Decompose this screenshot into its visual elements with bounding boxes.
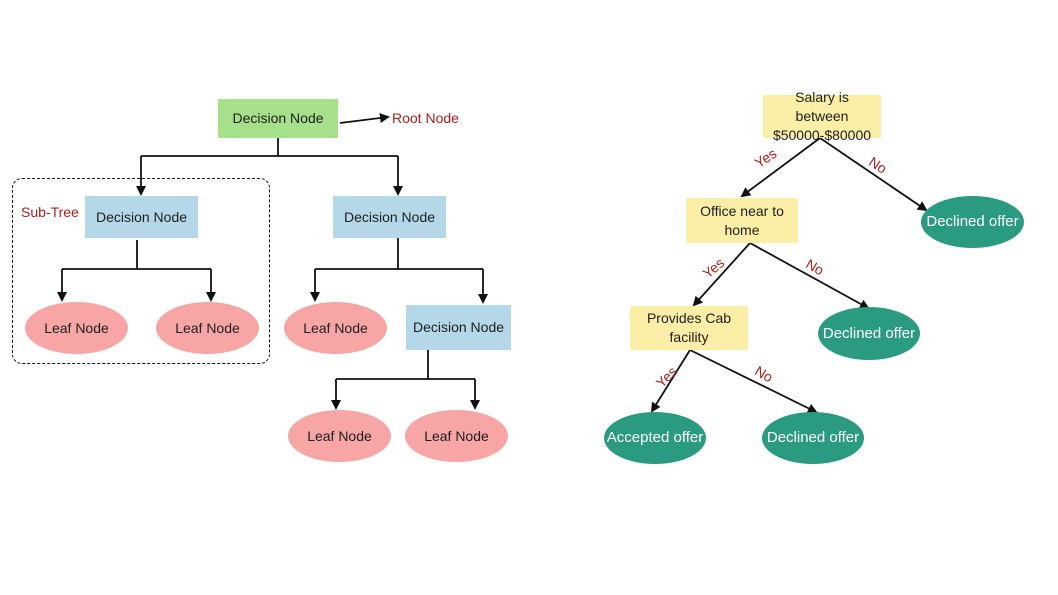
leaf-node-5: Leaf Node	[405, 410, 508, 462]
edge-office-yes	[692, 242, 751, 307]
cab-question-node: Provides Cab facility	[630, 306, 748, 350]
sub-decision-node-left: Decision Node	[85, 196, 198, 238]
leaf-node-3: Leaf Node	[284, 302, 387, 354]
outcome-declined-1: Declined offer	[921, 196, 1024, 248]
outcome-declined-2: Declined offer	[818, 307, 920, 360]
outcome-accepted: Accepted offer	[604, 412, 706, 464]
root-node-label: Root Node	[392, 110, 459, 126]
outcome-declined-3: Declined offer	[762, 412, 864, 464]
sub-decision-node-right: Decision Node	[333, 196, 446, 238]
edge-salary-no	[819, 137, 928, 212]
leaf-node-1: Leaf Node	[25, 302, 128, 354]
leaf-node-4: Leaf Node	[288, 410, 391, 462]
edge-root-label-arrow	[339, 113, 390, 124]
subtree-boundary	[12, 178, 270, 364]
leaf-node-2: Leaf Node	[156, 302, 259, 354]
edge-cab-no	[689, 349, 818, 413]
salary-question-node: Salary is between $50000-$80000	[763, 89, 881, 143]
edge-salary-yes	[740, 137, 821, 198]
subtree-label: Sub-Tree	[21, 204, 79, 220]
office-question-node: Office near to home	[686, 198, 798, 243]
lower-decision-node: Decision Node	[406, 305, 511, 350]
root-decision-node: Decision Node	[218, 99, 338, 138]
edge-office-no	[749, 242, 870, 309]
edge-cab-yes	[650, 349, 691, 413]
